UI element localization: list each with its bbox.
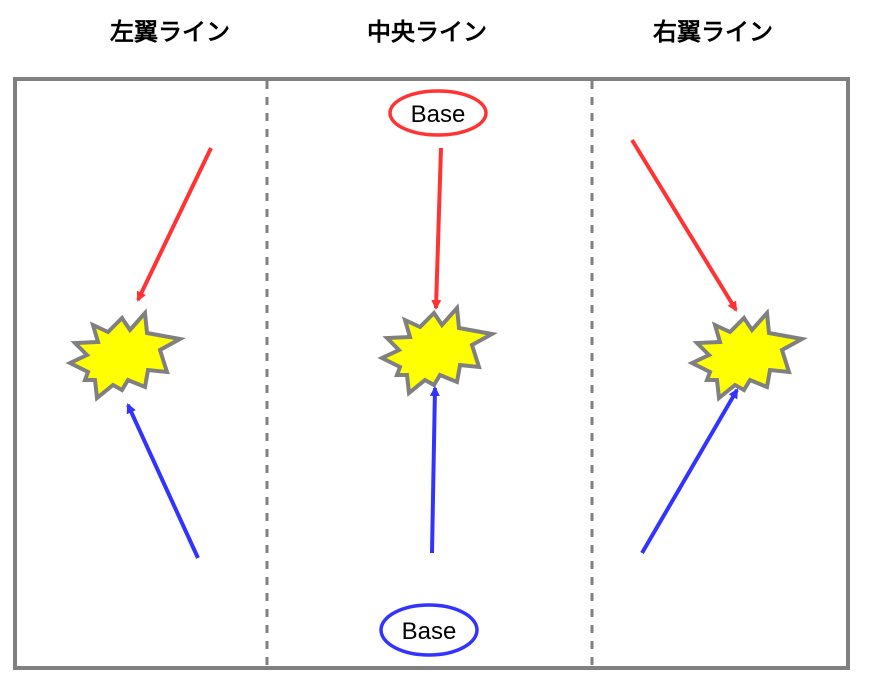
base-top: Base [388,89,488,137]
arrow-red-center [431,147,443,310]
base-top-label: Base [411,101,466,128]
arrow-blue-left [126,403,200,559]
arrow-blue-right [640,388,739,555]
lane-title-left: 左翼ライン [110,18,230,46]
clash-burst-center [380,306,494,395]
arrow-red-left [136,147,213,302]
base-bottom-label: Base [402,618,457,645]
field-border [13,77,850,670]
lane-title-right: 右翼ライン [653,18,773,46]
arrow-red-right [630,138,738,312]
lane-title-center: 中央ライン [367,18,487,46]
base-bottom: Base [379,603,479,657]
arrow-blue-center [429,386,440,554]
clash-burst-left [68,311,182,400]
clash-burst-right [690,311,804,400]
